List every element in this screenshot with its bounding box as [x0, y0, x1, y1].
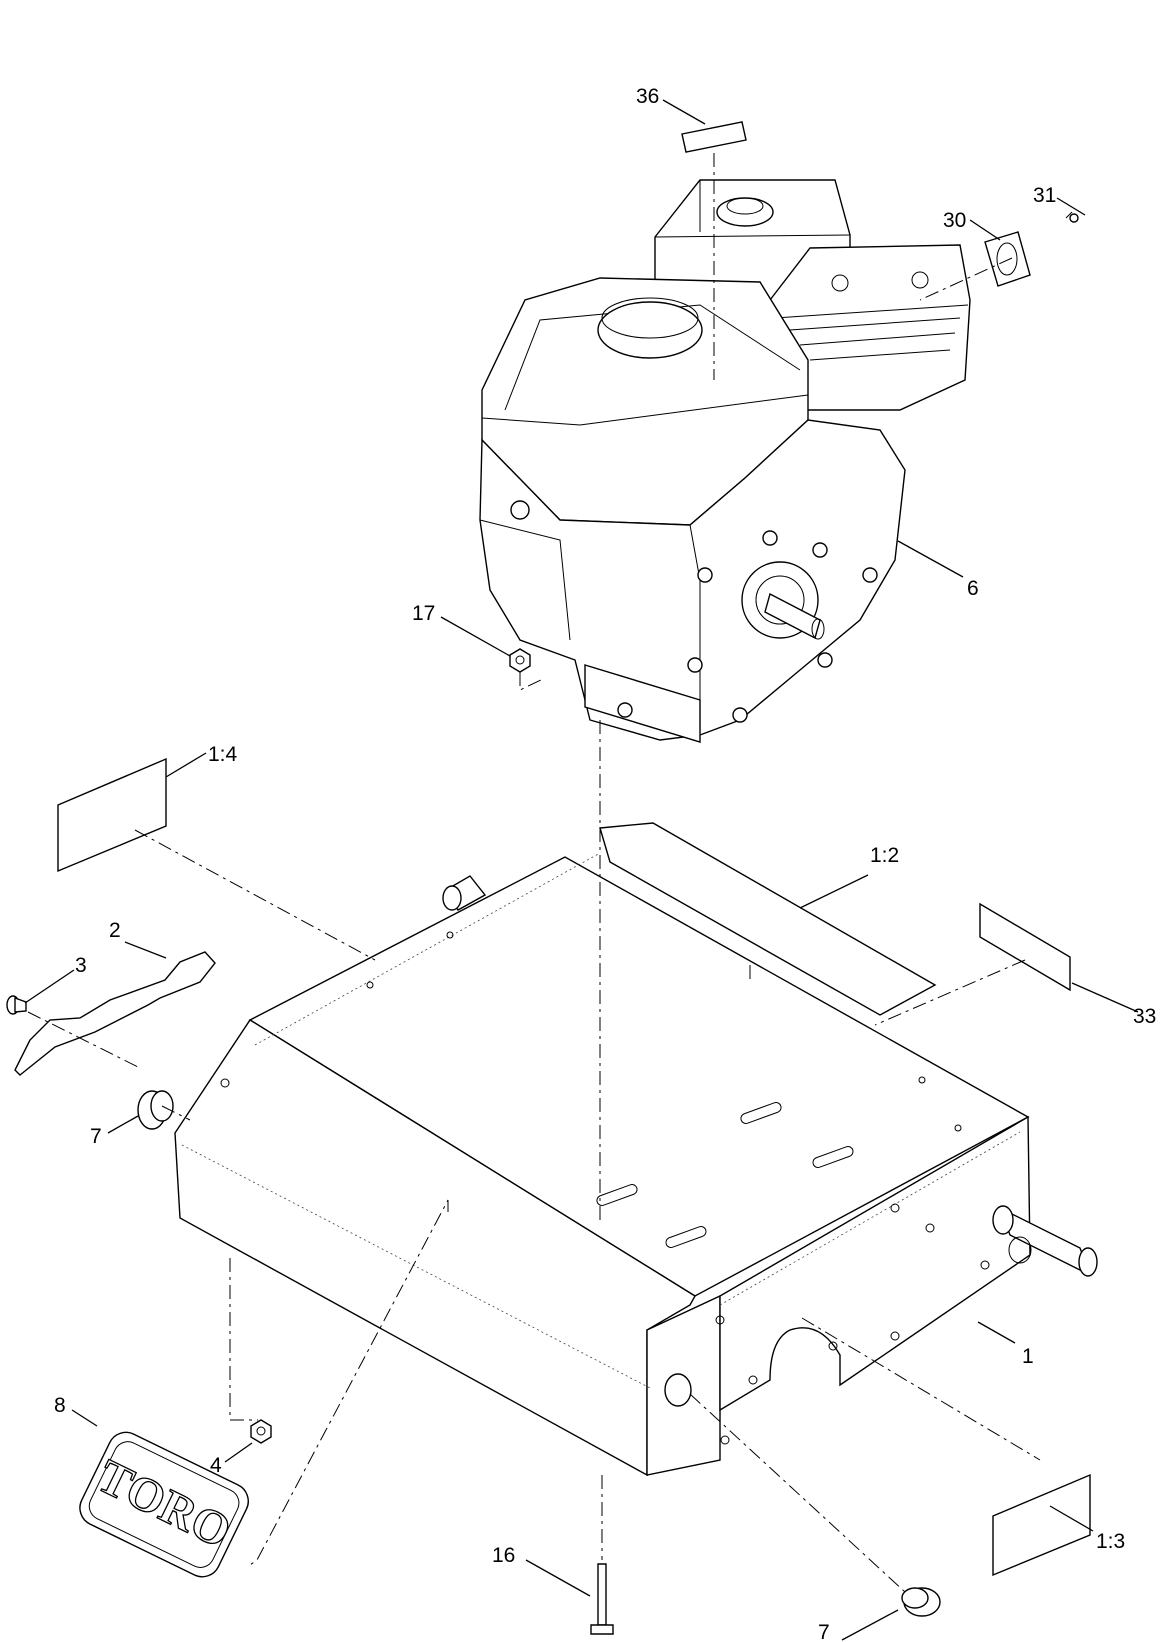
leader-lines	[24, 99, 1139, 1641]
engine-assembly	[479, 179, 971, 743]
frame-1	[174, 852, 1098, 1477]
callout-1-2: 1:2	[870, 844, 899, 867]
bracket-2	[14, 951, 216, 1076]
callout-31: 31	[1033, 184, 1056, 207]
decal-1-4	[57, 757, 167, 873]
callout-1-4: 1:4	[208, 743, 238, 766]
nut-17	[509, 648, 531, 673]
callout-1-3: 1:3	[1096, 1530, 1125, 1553]
decal-1-2	[599, 822, 937, 1016]
toro-logo-plate: TORO	[79, 1431, 249, 1578]
callout-30: 30	[943, 209, 966, 232]
callout-6: 6	[967, 577, 979, 600]
bushing-7-left	[137, 1090, 174, 1130]
callout-3: 3	[75, 954, 87, 977]
callout-labels: 36 31 30 6 17 1:4 1:2 2 3 33 7 1 4 8 1:3…	[54, 85, 1156, 1642]
centerlines	[27, 153, 1041, 1593]
bushing-7-right	[901, 1587, 941, 1617]
bolt-3	[6, 995, 27, 1015]
nut-4	[250, 1419, 272, 1444]
decal-33	[979, 902, 1071, 992]
callout-16: 16	[492, 1544, 515, 1567]
callout-36: 36	[636, 85, 659, 108]
callout-1: 1	[1022, 1345, 1034, 1368]
decal-36	[681, 121, 747, 153]
callout-17: 17	[412, 602, 435, 625]
bolt-16	[590, 1563, 614, 1635]
callout-8: 8	[54, 1394, 66, 1417]
screw-31	[1065, 211, 1079, 223]
decal-1-3	[992, 1473, 1091, 1577]
gasket-30	[984, 231, 1031, 287]
callout-7-right: 7	[818, 1621, 830, 1642]
callout-33: 33	[1133, 1005, 1156, 1028]
callout-7-left: 7	[90, 1125, 102, 1148]
callout-4: 4	[210, 1454, 222, 1477]
callout-2: 2	[109, 919, 121, 942]
